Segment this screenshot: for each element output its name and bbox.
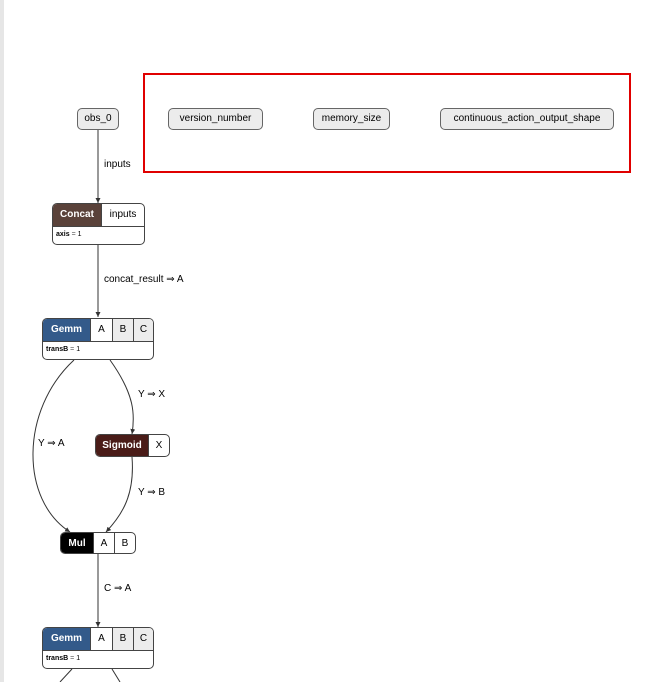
mul-node[interactable]: Mul A B	[60, 532, 136, 554]
gemm-1-input-b: B	[112, 319, 133, 341]
mul-input-a: A	[93, 533, 114, 553]
concat-node-title: Concat	[53, 204, 101, 226]
concat-attribute: axis = 1	[53, 226, 144, 244]
gemm-1-input-a: A	[90, 319, 112, 341]
gemm-node-2-title: Gemm	[43, 628, 90, 650]
mul-node-title: Mul	[61, 533, 93, 553]
gemm-2-input-a: A	[90, 628, 112, 650]
sigmoid-node[interactable]: Sigmoid X	[95, 434, 170, 457]
gemm-node-1-title: Gemm	[43, 319, 90, 341]
gemm-1-attribute: transB = 1	[43, 341, 153, 359]
concat-input-inputs: inputs	[101, 204, 144, 226]
gemm-node-1[interactable]: Gemm A B C transB = 1	[42, 318, 154, 360]
output-node-continuous-action-output-shape[interactable]: continuous_action_output_shape	[440, 108, 614, 130]
sigmoid-node-title: Sigmoid	[96, 435, 148, 456]
edge-gemm-to-mul	[32, 359, 75, 533]
concat-node[interactable]: Concat inputs axis = 1	[52, 203, 145, 245]
edge-label-concat-to-gemm: concat_result ⇒ A	[104, 274, 184, 285]
edge-label-gemm-to-mul: Y ⇒ A	[38, 438, 65, 449]
sigmoid-input-x: X	[148, 435, 169, 456]
mul-input-b: B	[114, 533, 135, 553]
edge-sigmoid-to-mul	[105, 456, 133, 533]
edge-gemm-out-left	[59, 668, 73, 682]
edge-label-sigmoid-to-mul: Y ⇒ B	[138, 487, 166, 498]
input-node-obs-0[interactable]: obs_0	[77, 108, 119, 130]
edge-gemm-out-right	[111, 668, 121, 682]
gemm-2-input-b: B	[112, 628, 133, 650]
output-node-version-number[interactable]: version_number	[168, 108, 263, 130]
gemm-2-attribute: transB = 1	[43, 650, 153, 668]
gemm-2-input-c: C	[133, 628, 153, 650]
gemm-1-input-c: C	[133, 319, 153, 341]
gemm-node-2[interactable]: Gemm A B C transB = 1	[42, 627, 154, 669]
output-node-memory-size[interactable]: memory_size	[313, 108, 390, 130]
left-panel-border	[0, 0, 4, 682]
edge-gemm-to-sigmoid	[109, 359, 136, 435]
edge-label-gemm-to-sigmoid: Y ⇒ X	[138, 389, 166, 400]
edge-label-obs-to-concat: inputs	[104, 159, 131, 170]
edge-label-mul-to-gemm: C ⇒ A	[104, 583, 132, 594]
